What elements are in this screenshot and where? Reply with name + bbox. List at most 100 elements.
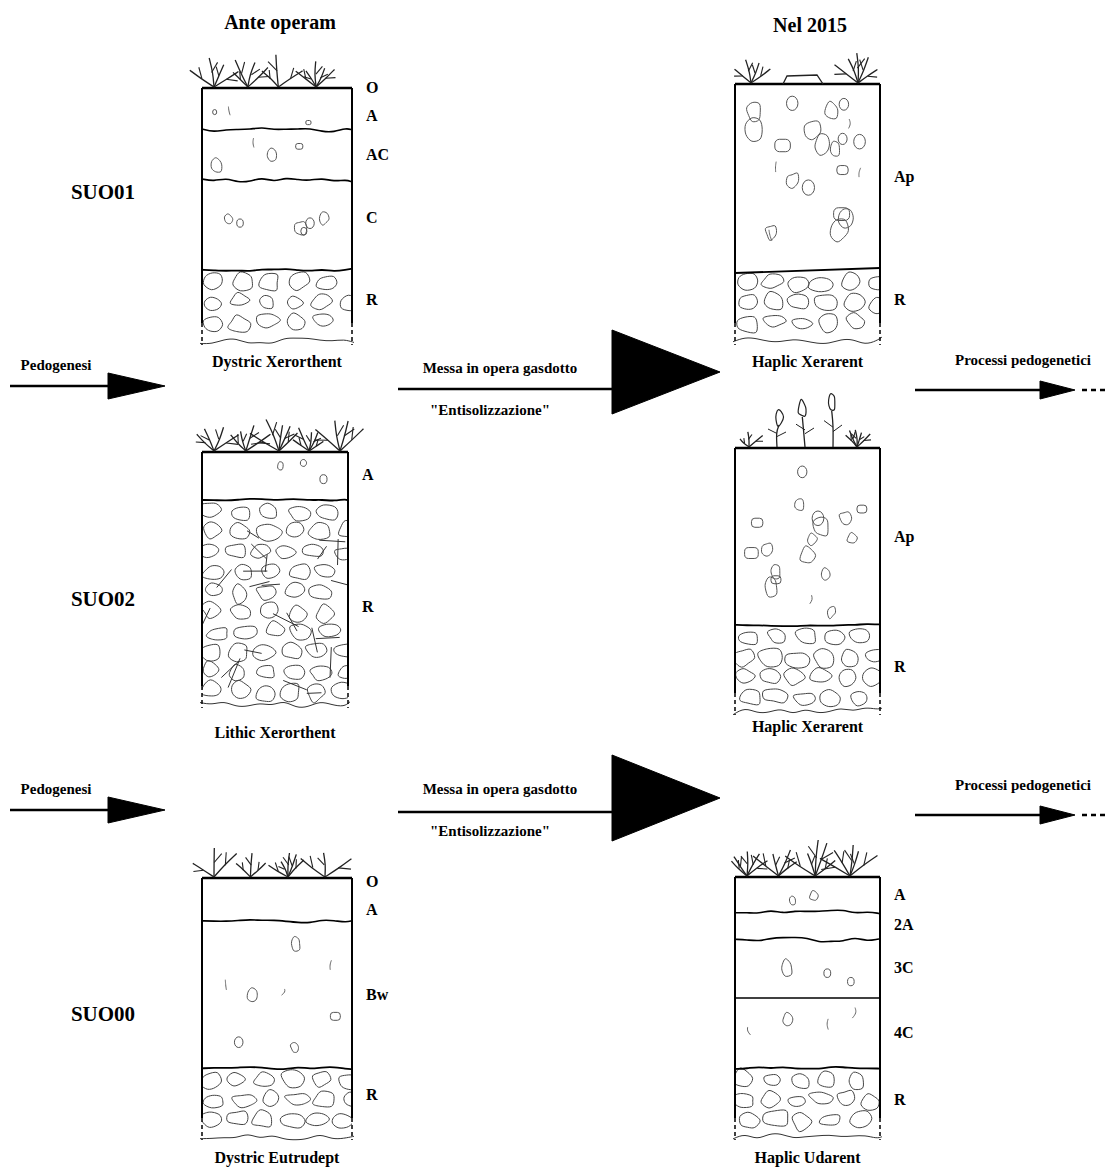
plant-stem	[849, 430, 857, 447]
arrow-head	[612, 330, 720, 414]
rock-crack	[283, 680, 307, 689]
rock-block	[344, 1092, 352, 1107]
horizon-boundary	[735, 997, 880, 999]
plant-branch	[763, 853, 766, 866]
plant-branch	[242, 862, 244, 870]
plant-stem	[325, 859, 351, 877]
stone	[825, 101, 838, 119]
plant-branch	[796, 852, 800, 866]
surface-stone	[783, 75, 823, 84]
rock-block	[841, 649, 858, 666]
stone	[830, 219, 848, 242]
stone	[294, 222, 306, 236]
rock-block	[202, 566, 224, 580]
flower-stalk	[802, 417, 805, 447]
plant-branch	[251, 69, 259, 75]
profile-side-dashed	[734, 693, 736, 715]
rock-block	[767, 629, 785, 643]
arrow-head	[1040, 381, 1075, 399]
rock-block	[230, 522, 250, 538]
arrow-head	[1040, 806, 1075, 824]
profile-fill	[735, 466, 880, 707]
plant-stem	[747, 854, 759, 876]
rock-block	[266, 621, 285, 636]
horizon-label: R	[894, 658, 906, 676]
rock-crack	[244, 650, 261, 653]
horizon-label: 4C	[894, 1024, 914, 1042]
continuation-dashes	[1082, 389, 1108, 392]
arrow-caption: Processi pedogenetici	[955, 777, 1091, 794]
plant-branch	[290, 68, 293, 79]
stone	[782, 959, 792, 977]
profile-side-dashed	[201, 323, 203, 345]
plant-stem	[246, 434, 271, 451]
stone	[837, 166, 848, 175]
rock-block	[340, 295, 352, 310]
rock-block	[865, 650, 880, 662]
rock-bottom	[733, 1134, 882, 1139]
plant-branch	[761, 67, 763, 76]
rock-block	[739, 1112, 760, 1128]
plant-branch	[752, 65, 755, 73]
rock-block	[281, 1070, 304, 1088]
rock-block	[849, 629, 869, 643]
plant-branch	[316, 440, 318, 447]
rock-crack	[249, 582, 269, 587]
rock-crack	[202, 608, 210, 627]
horizon-label: R	[362, 598, 374, 616]
rock-block	[233, 272, 253, 291]
leaf	[805, 428, 814, 434]
arrow-shaft	[398, 388, 615, 391]
stone	[771, 565, 780, 579]
plant-stem	[266, 419, 279, 451]
plant-stem	[747, 861, 767, 876]
rock-block	[318, 624, 340, 637]
horizon-label: R	[894, 1091, 906, 1109]
flower-head	[798, 399, 806, 416]
rock-block	[259, 273, 278, 291]
rock-block	[254, 1072, 275, 1087]
rock-crack	[243, 571, 267, 572]
rock-block	[232, 680, 251, 698]
profile-side-dashed	[351, 323, 353, 345]
rock-block	[309, 585, 332, 599]
plant-stem	[857, 434, 870, 447]
root-mark	[849, 119, 851, 128]
rock-block	[808, 278, 833, 292]
rock-block	[784, 668, 806, 686]
rock-block	[204, 297, 221, 310]
horizon-label: O	[366, 873, 378, 891]
rock-crack	[330, 647, 331, 678]
rock-block	[205, 583, 222, 596]
rock-block	[849, 1072, 863, 1090]
profile-side	[351, 878, 353, 1118]
profile-fill	[202, 937, 352, 1129]
profile-side	[201, 878, 203, 1118]
leaf	[777, 432, 786, 437]
stone	[330, 1012, 340, 1020]
plant-branch	[237, 434, 239, 443]
rock-block	[202, 680, 221, 696]
plant-branch	[242, 62, 245, 74]
rock-block	[316, 276, 337, 289]
plant-branch	[243, 434, 246, 441]
stone	[765, 226, 776, 241]
rock-crack	[331, 580, 348, 586]
plant-branch	[811, 856, 814, 865]
soil-name: Lithic Xerorthent	[214, 724, 335, 742]
horizon-label: 3C	[894, 959, 914, 977]
plant-stem	[746, 60, 751, 83]
plant-branch	[289, 857, 292, 866]
horizon-boundary	[735, 910, 880, 914]
horizon-label: C	[366, 209, 378, 227]
plant-branch	[304, 77, 311, 79]
plant-branch	[825, 858, 827, 868]
stone	[787, 96, 798, 110]
root-mark	[228, 107, 230, 116]
stone	[800, 546, 816, 563]
stone	[847, 532, 857, 543]
rock-block	[252, 1110, 272, 1127]
horizon-label: R	[366, 291, 378, 309]
plant-branch	[226, 443, 238, 444]
stone	[810, 891, 819, 901]
